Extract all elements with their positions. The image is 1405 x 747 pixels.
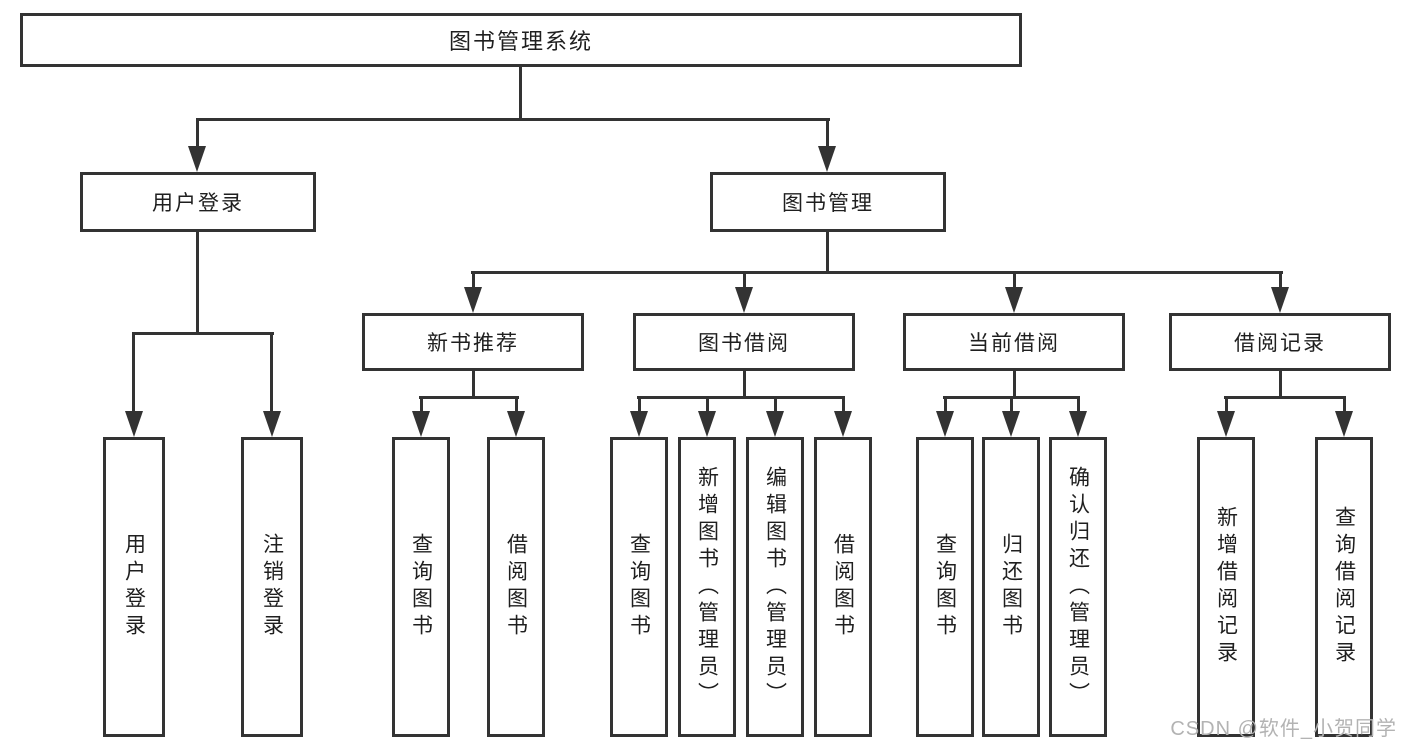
csdn-watermark: CSDN @软件_小贺同学 bbox=[1170, 718, 1397, 740]
connector-line bbox=[1013, 271, 1016, 289]
arrow-down-icon bbox=[263, 411, 281, 437]
leaf-query-books-2: 查询图书 bbox=[610, 437, 668, 737]
connector-line bbox=[471, 271, 1283, 274]
arrow-down-icon bbox=[507, 411, 525, 437]
leaf-label: 查询图书 bbox=[409, 533, 433, 641]
node-new-book-recommend: 新书推荐 bbox=[362, 313, 584, 371]
connector-line bbox=[132, 332, 135, 413]
arrow-down-icon bbox=[1069, 411, 1087, 437]
connector-line bbox=[270, 332, 273, 413]
arrow-down-icon bbox=[1217, 411, 1235, 437]
arrow-down-icon bbox=[936, 411, 954, 437]
arrow-down-icon bbox=[464, 287, 482, 313]
leaf-label: 用户登录 bbox=[122, 533, 146, 641]
connector-line bbox=[1225, 396, 1228, 413]
connector-line bbox=[1279, 371, 1282, 399]
connector-line bbox=[1343, 396, 1346, 413]
leaf-label: 借阅图书 bbox=[831, 533, 855, 641]
connector-line bbox=[944, 396, 947, 413]
node-root: 图书管理系统 bbox=[20, 13, 1022, 67]
leaf-label: 确认归还（管理员） bbox=[1066, 465, 1090, 709]
arrow-down-icon bbox=[1005, 287, 1023, 313]
arrow-down-icon bbox=[818, 146, 836, 172]
connector-line bbox=[774, 396, 777, 413]
arrow-down-icon bbox=[834, 411, 852, 437]
arrow-down-icon bbox=[412, 411, 430, 437]
arrow-down-icon bbox=[188, 146, 206, 172]
leaf-label: 借阅图书 bbox=[504, 533, 528, 641]
leaf-label: 编辑图书（管理员） bbox=[763, 465, 787, 709]
connector-line bbox=[1077, 396, 1080, 413]
arrow-down-icon bbox=[735, 287, 753, 313]
leaf-confirm-return-admin: 确认归还（管理员） bbox=[1049, 437, 1107, 737]
connector-line bbox=[706, 396, 709, 413]
leaf-label: 新增借阅记录 bbox=[1214, 506, 1238, 668]
leaf-query-books-1: 查询图书 bbox=[392, 437, 450, 737]
leaf-query-books-3: 查询图书 bbox=[916, 437, 974, 737]
leaf-edit-book-admin: 编辑图书（管理员） bbox=[746, 437, 804, 737]
leaf-label: 查询借阅记录 bbox=[1332, 506, 1356, 668]
arrow-down-icon bbox=[766, 411, 784, 437]
connector-line bbox=[743, 271, 746, 289]
connector-line bbox=[1013, 371, 1016, 399]
node-user-login: 用户登录 bbox=[80, 172, 316, 232]
connector-line bbox=[638, 396, 641, 413]
connector-line bbox=[132, 332, 274, 335]
leaf-query-borrow-record: 查询借阅记录 bbox=[1315, 437, 1373, 737]
connector-line bbox=[472, 371, 475, 399]
connector-line bbox=[743, 371, 746, 399]
connector-line bbox=[196, 232, 199, 335]
node-borrow-records: 借阅记录 bbox=[1169, 313, 1391, 371]
leaf-borrow-books-2: 借阅图书 bbox=[814, 437, 872, 737]
arrow-down-icon bbox=[630, 411, 648, 437]
connector-line bbox=[842, 396, 845, 413]
node-book-management: 图书管理 bbox=[710, 172, 946, 232]
connector-line bbox=[515, 396, 518, 413]
connector-line bbox=[1224, 396, 1346, 399]
connector-line bbox=[419, 396, 519, 399]
connector-line bbox=[196, 118, 199, 148]
connector-line bbox=[1279, 271, 1282, 289]
connector-line bbox=[826, 232, 829, 274]
leaf-label: 归还图书 bbox=[999, 533, 1023, 641]
leaf-add-borrow-record: 新增借阅记录 bbox=[1197, 437, 1255, 737]
leaf-return-book: 归还图书 bbox=[982, 437, 1040, 737]
node-book-borrow: 图书借阅 bbox=[633, 313, 855, 371]
connector-line bbox=[420, 396, 423, 413]
leaf-label: 新增图书（管理员） bbox=[695, 465, 719, 709]
connector-line bbox=[196, 118, 830, 121]
leaf-label: 查询图书 bbox=[933, 533, 957, 641]
connector-line bbox=[1010, 396, 1013, 413]
leaf-logout: 注销登录 bbox=[241, 437, 303, 737]
leaf-label: 查询图书 bbox=[627, 533, 651, 641]
connector-line bbox=[519, 67, 522, 121]
arrow-down-icon bbox=[1271, 287, 1289, 313]
leaf-add-book-admin: 新增图书（管理员） bbox=[678, 437, 736, 737]
leaf-borrow-books-1: 借阅图书 bbox=[487, 437, 545, 737]
connector-line bbox=[472, 271, 475, 289]
leaf-user-login: 用户登录 bbox=[103, 437, 165, 737]
connector-line bbox=[637, 396, 845, 399]
node-current-borrow: 当前借阅 bbox=[903, 313, 1125, 371]
connector-line bbox=[826, 118, 829, 148]
arrow-down-icon bbox=[1335, 411, 1353, 437]
arrow-down-icon bbox=[125, 411, 143, 437]
arrow-down-icon bbox=[698, 411, 716, 437]
leaf-label: 注销登录 bbox=[260, 533, 284, 641]
arrow-down-icon bbox=[1002, 411, 1020, 437]
